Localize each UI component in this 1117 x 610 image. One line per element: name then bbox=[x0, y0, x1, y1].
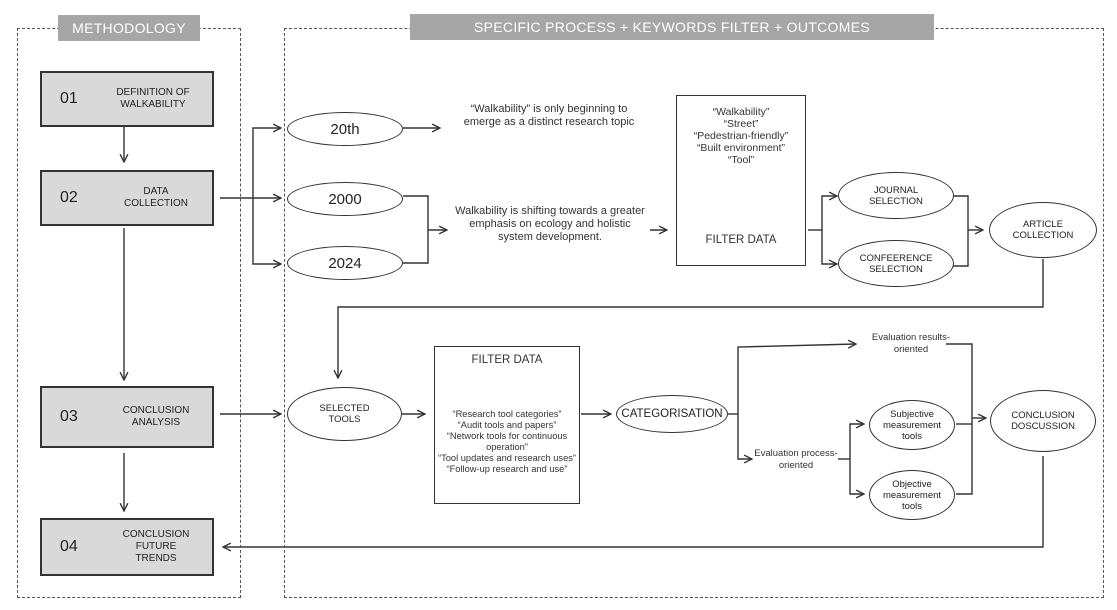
conclusion-discussion-node: CONCLUSION DOSCUSSION bbox=[990, 390, 1096, 452]
criteria-item: “Network tools for continuous operation” bbox=[446, 431, 568, 452]
selected-tools-node: SELECTED TOOLS bbox=[287, 387, 402, 441]
step-04-box: 04 CONCLUSION FUTURE TRENDS bbox=[40, 518, 214, 576]
conference-selection-node: CONFEERENCE SELECTION bbox=[838, 240, 954, 287]
keyword-item: “Built environment” bbox=[696, 142, 786, 154]
subjective-tools-node: Subjective measurement tools bbox=[869, 400, 955, 450]
eval-results-label: Evaluation results-oriented bbox=[871, 332, 951, 355]
keyword-item: “Pedestrian-friendly” bbox=[693, 130, 789, 142]
step-02-box: 02 DATA COLLECTION bbox=[40, 170, 214, 226]
keyword-filter-box: “Walkability” “Street” “Pedestrian-frien… bbox=[676, 95, 806, 266]
tools-filter-box: FILTER DATA “Research tool categories” “… bbox=[434, 346, 580, 504]
criteria-item: “Follow-up research and use” bbox=[446, 464, 568, 474]
eval-process-label: Evaluation process-oriented bbox=[754, 448, 838, 471]
step-number: 02 bbox=[60, 189, 78, 206]
step-label: DATA COLLECTION bbox=[124, 186, 188, 209]
filter-data-title: FILTER DATA bbox=[471, 354, 543, 366]
period-2000-node: 2000 bbox=[287, 182, 403, 216]
step-number: 04 bbox=[60, 538, 78, 555]
step-label: CONCLUSION FUTURE TRENDS bbox=[122, 529, 190, 564]
period-2024-node: 2024 bbox=[287, 246, 403, 280]
keyword-list: “Walkability” “Street” “Pedestrian-frien… bbox=[677, 96, 805, 166]
criteria-item: “Research tool categories” bbox=[452, 409, 562, 419]
methodology-header: METHODOLOGY bbox=[58, 15, 200, 41]
categorisation-node: CATEGORISATION bbox=[616, 395, 728, 433]
step-number: 03 bbox=[60, 408, 78, 425]
journal-selection-node: JOURNAL SELECTION bbox=[838, 172, 954, 219]
step-03-box: 03 CONCLUSION ANALYSIS bbox=[40, 386, 214, 448]
filter-data-title: FILTER DATA bbox=[705, 234, 777, 246]
period-20th-node: 20th bbox=[287, 112, 403, 146]
keyword-item: “Walkability” bbox=[712, 106, 770, 118]
keyword-item: “Street” bbox=[723, 118, 759, 130]
note-2000-2024: Walkability is shifting towards a greate… bbox=[455, 205, 645, 243]
objective-tools-node: Objective measurement tools bbox=[869, 470, 955, 520]
article-collection-node: ARTICLE COLLECTION bbox=[989, 202, 1097, 258]
filter-criteria-list: “Research tool categories” “Audit tools … bbox=[437, 409, 577, 475]
step-number: 01 bbox=[60, 90, 78, 107]
step-label: DEFINITION OF WALKABILITY bbox=[116, 87, 190, 110]
process-header: SPECIFIC PROCESS + KEYWORDS FILTER + OUT… bbox=[410, 14, 934, 40]
criteria-item: “Audit tools and papers” bbox=[457, 420, 557, 430]
step-label: CONCLUSION ANALYSIS bbox=[122, 405, 190, 428]
criteria-item: “Tool updates and research uses” bbox=[438, 453, 576, 463]
note-20th: “Walkability” is only beginning to emerg… bbox=[463, 103, 635, 128]
keyword-item: “Tool” bbox=[727, 154, 755, 166]
step-01-box: 01 DEFINITION OF WALKABILITY bbox=[40, 71, 214, 127]
